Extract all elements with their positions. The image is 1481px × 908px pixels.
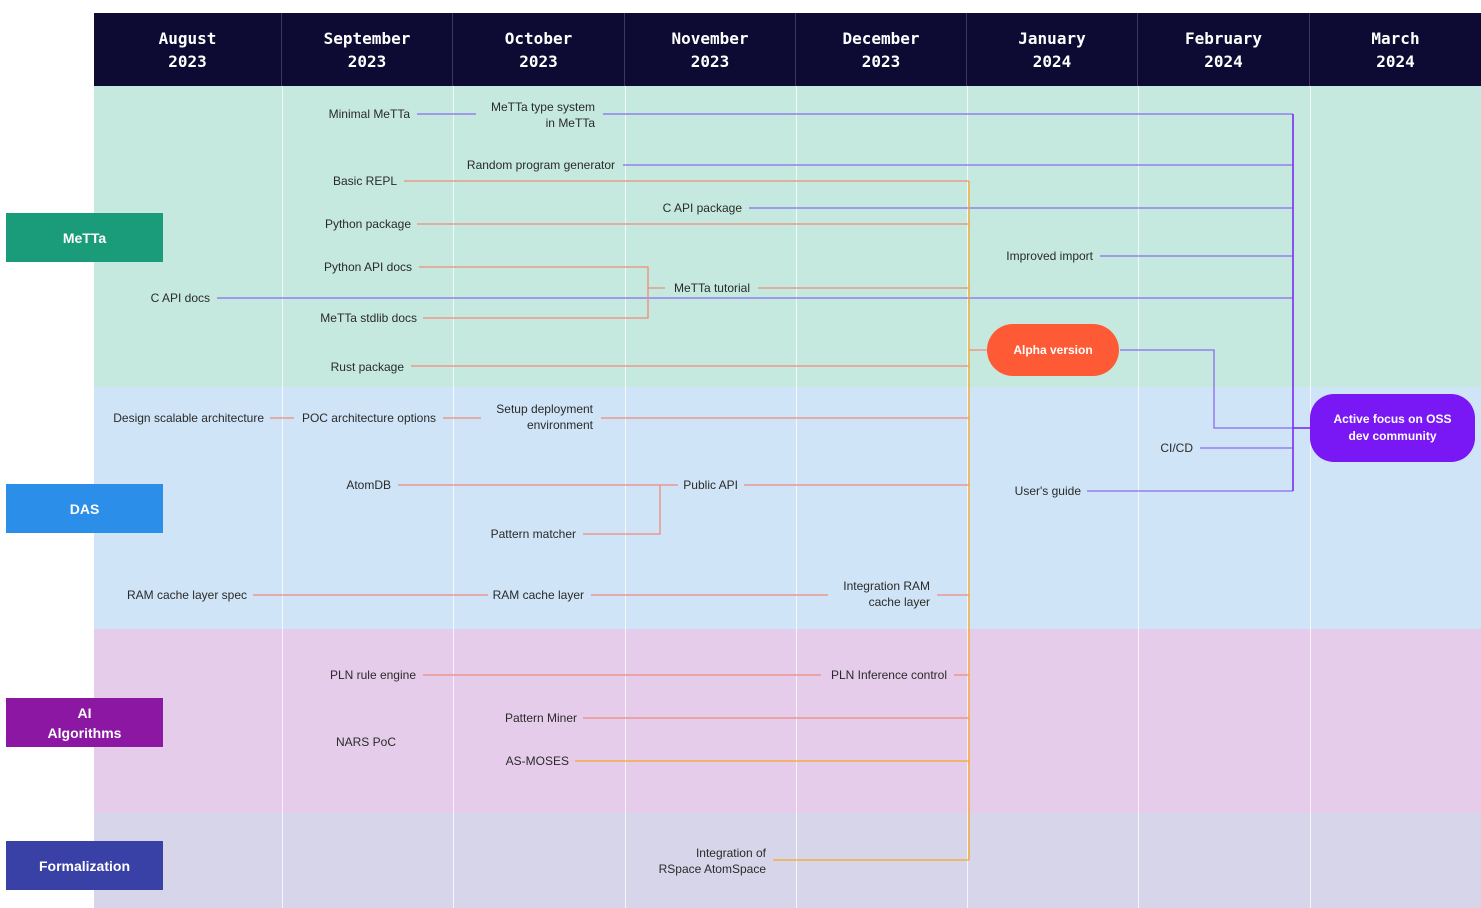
- node-metta-type-system: MeTTa type system in MeTTa: [491, 99, 595, 131]
- category-ai-algorithms: AI Algorithms: [6, 698, 163, 747]
- category-label: AI Algorithms: [47, 704, 122, 741]
- node-pattern-miner: Pattern Miner: [504, 711, 577, 725]
- node-c-api-package: C API package: [662, 201, 742, 215]
- node-minimal-metta: Minimal MeTTa: [328, 107, 410, 121]
- month-name: March: [1371, 28, 1420, 48]
- node-ci-cd: CI/CD: [1160, 441, 1193, 455]
- month-header-september: September 2023: [282, 13, 453, 86]
- node-pln-inference-control: PLN Inference control: [830, 668, 947, 682]
- connector: [583, 485, 661, 535]
- category-metta: MeTTa: [6, 213, 163, 262]
- connector: [1120, 349, 1310, 429]
- milestone-alpha-version: Alpha version: [987, 324, 1119, 376]
- milestone-active-focus-oss: Active focus on OSS dev community: [1310, 394, 1475, 462]
- node-line: cache layer: [868, 595, 930, 609]
- node-as-moses: AS-MOSES: [505, 754, 569, 768]
- node-poc-architecture-options: POC architecture options: [301, 411, 436, 425]
- das-band: [94, 387, 1481, 629]
- month-header-october: October 2023: [453, 13, 625, 86]
- month-name: January: [1018, 28, 1086, 48]
- node-line: MeTTa type system: [490, 100, 595, 114]
- column-divider: [1138, 86, 1139, 908]
- month-year: 2023: [690, 51, 730, 71]
- month-year: 2023: [519, 51, 558, 71]
- node-line: Integration of: [695, 846, 766, 860]
- month-year: 2024: [1032, 51, 1072, 71]
- metta-band: [94, 86, 1481, 387]
- node-line: environment: [526, 418, 593, 432]
- node-c-api-docs: C API docs: [150, 291, 210, 305]
- node-line: in MeTTa: [545, 116, 595, 130]
- node-ram-cache-layer-spec: RAM cache layer spec: [126, 588, 247, 602]
- node-basic-repl: Basic REPL: [332, 174, 397, 188]
- column-divider: [796, 86, 797, 908]
- node-improved-import: Improved import: [1006, 249, 1093, 263]
- month-year: 2023: [347, 51, 387, 71]
- node-pln-rule-engine: PLN rule engine: [329, 668, 416, 682]
- node-integration-ram-cache-layer: Integration RAM cache layer: [843, 578, 930, 610]
- node-line: Setup deployment: [496, 402, 593, 416]
- category-formalization: Formalization: [6, 841, 163, 890]
- node-python-api-docs: Python API docs: [323, 260, 412, 274]
- month-header-january: January 2024: [967, 13, 1138, 86]
- month-year: 2024: [1204, 51, 1243, 71]
- month-header-december: December 2023: [796, 13, 967, 86]
- node-line: Integration RAM: [843, 579, 930, 593]
- month-name: December: [842, 28, 920, 48]
- column-divider: [967, 86, 968, 908]
- node-metta-stdlib-docs: MeTTa stdlib docs: [320, 311, 417, 325]
- column-divider: [282, 86, 283, 908]
- category-das: DAS: [6, 484, 163, 533]
- category-label: MeTTa: [62, 229, 107, 246]
- month-header-august: August 2023: [94, 13, 282, 86]
- node-atomdb: AtomDB: [346, 478, 391, 492]
- month-year: 2024: [1376, 51, 1415, 71]
- column-divider: [1310, 86, 1311, 908]
- node-integration-rspace-atomspace: Integration of RSpace AtomSpace: [659, 845, 766, 877]
- month-header-november: November 2023: [625, 13, 796, 86]
- node-design-scalable-architecture: Design scalable architecture: [113, 411, 264, 425]
- node-metta-tutorial: MeTTa tutorial: [673, 281, 750, 295]
- month-name: September: [323, 28, 411, 48]
- node-pattern-matcher: Pattern matcher: [490, 527, 576, 541]
- column-divider: [453, 86, 454, 908]
- month-year: 2023: [168, 51, 207, 71]
- month-name: October: [504, 28, 573, 48]
- node-users-guide: User's guide: [1014, 484, 1081, 498]
- node-setup-deployment: Setup deployment environment: [496, 401, 593, 433]
- month-name: February: [1184, 28, 1263, 48]
- connector: [419, 266, 649, 319]
- category-label: DAS: [69, 500, 100, 517]
- month-year: 2023: [861, 51, 901, 71]
- ai-algorithms-band: [94, 629, 1481, 813]
- month-name: August: [158, 28, 217, 48]
- node-ram-cache-layer: RAM cache layer: [492, 588, 584, 602]
- month-header-march: March 2024: [1310, 13, 1481, 86]
- node-python-package: Python package: [324, 217, 411, 231]
- node-public-api: Public API: [683, 478, 738, 492]
- month-name: November: [671, 28, 749, 48]
- category-label: Formalization: [38, 857, 130, 874]
- node-nars-poc: NARS PoC: [335, 735, 396, 749]
- node-line: RSpace AtomSpace: [658, 862, 766, 876]
- column-divider: [625, 86, 626, 908]
- node-random-program-generator: Random program generator: [466, 158, 615, 172]
- node-rust-package: Rust package: [330, 360, 404, 374]
- month-header-february: February 2024: [1138, 13, 1310, 86]
